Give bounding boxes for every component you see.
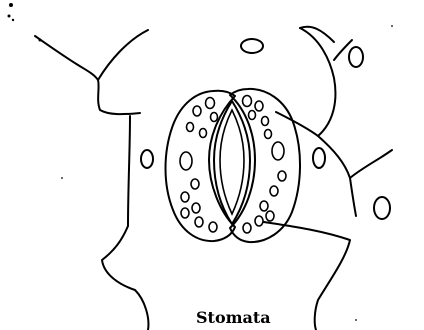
right-guard-cell: [230, 89, 300, 242]
figure-caption: Stomata: [196, 310, 271, 326]
epidermal-cell-walls: [35, 27, 392, 330]
